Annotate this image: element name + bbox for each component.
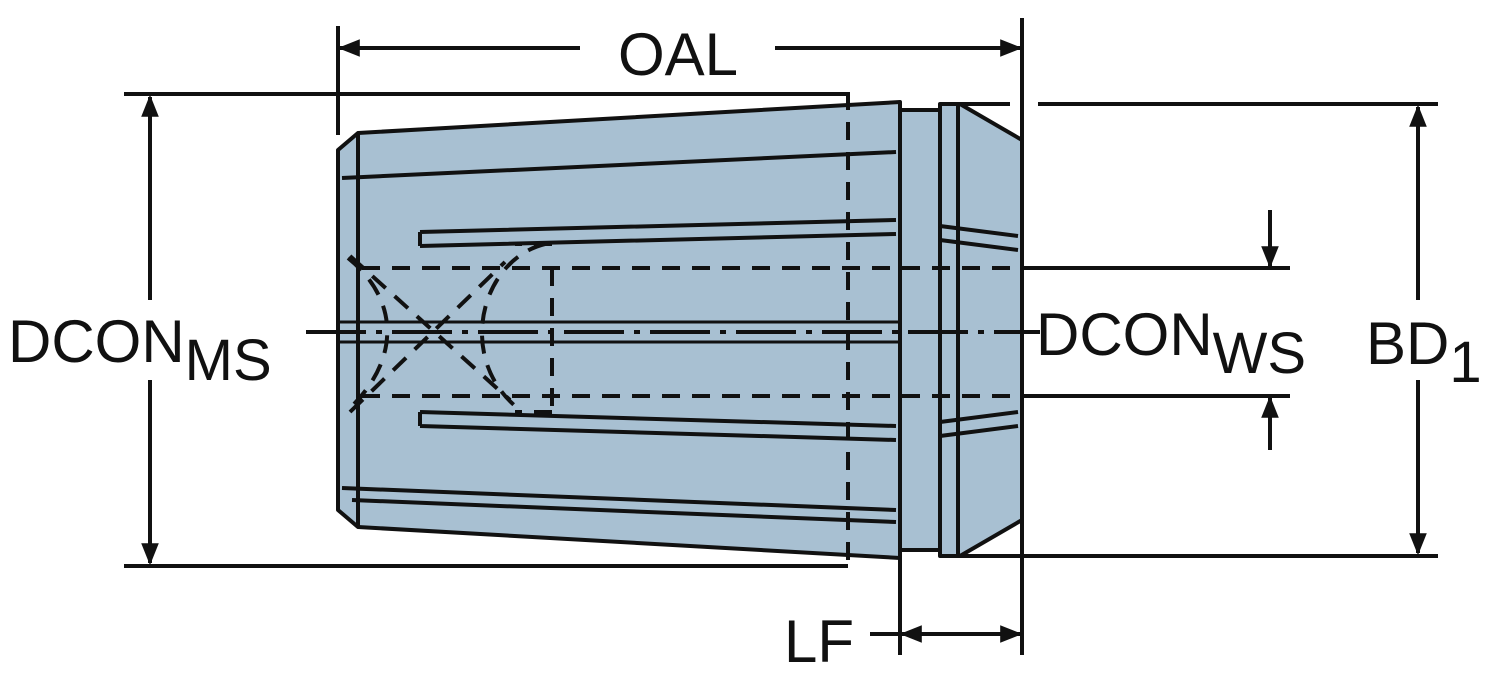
collet-body-details [341,104,960,556]
dcon-ws-base: DCON [1036,301,1213,368]
collet-hidden-lines [346,92,1018,566]
lf-label: LF [784,608,854,675]
bd1-label: BD1 [1366,310,1482,395]
dimension-dcon-ms [124,92,848,568]
dimension-oal [336,18,1024,655]
collet-slots [418,218,1019,442]
dcon-ms-sub: MS [185,328,272,393]
dimension-lf [870,556,1023,655]
dcon-ws-label: DCONWS [1036,301,1306,386]
dcon-ms-base: DCON [8,308,185,375]
dcon-ws-sub: WS [1213,321,1306,386]
bd1-sub: 1 [1449,330,1481,395]
oal-label: OAL [618,21,738,88]
dcon-ms-label: DCONMS [8,308,272,393]
dimension-bd1 [940,102,1438,558]
dimension-dcon-ws [1022,210,1290,450]
bd1-base: BD [1366,310,1449,377]
